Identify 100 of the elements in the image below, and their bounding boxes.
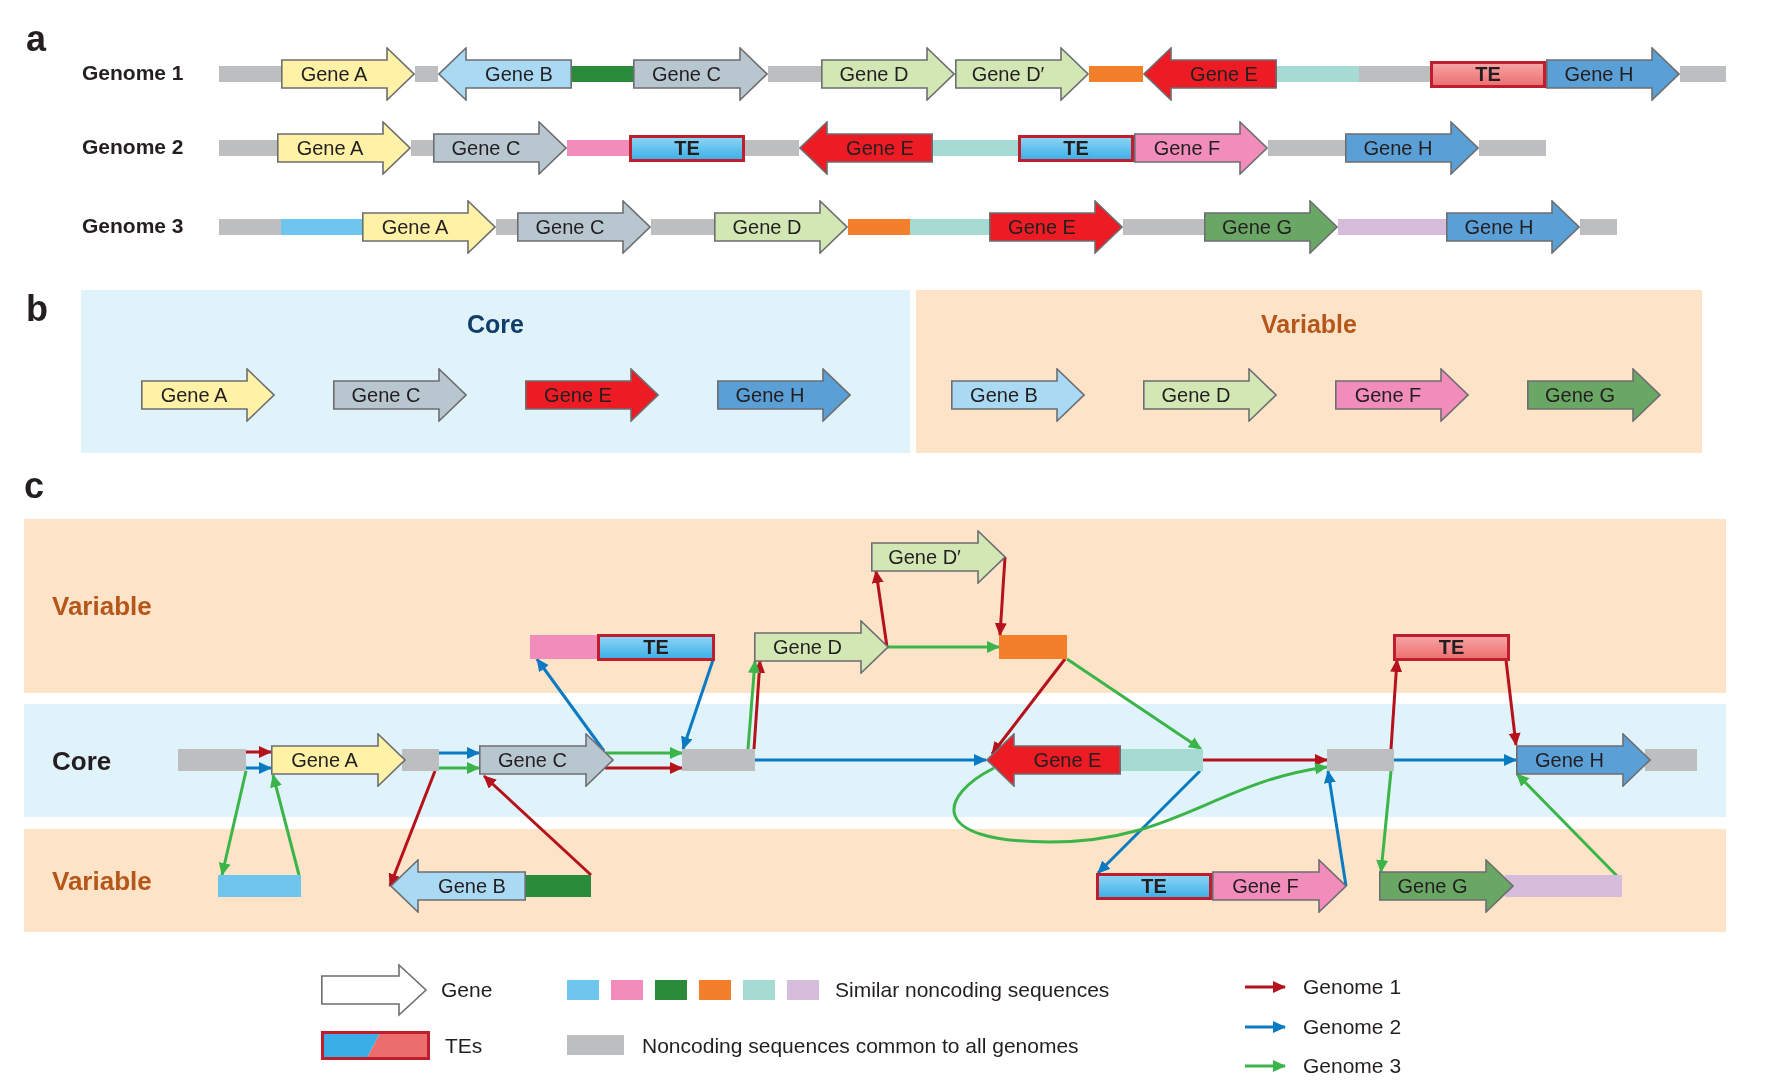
sequence-bar — [530, 635, 597, 659]
arrow — [887, 641, 1000, 653]
arrow — [990, 658, 1067, 755]
gene-symbol: Gene C — [333, 368, 467, 422]
gene-symbol: Gene C — [433, 121, 567, 175]
gene-symbol: Gene H — [1546, 47, 1680, 101]
arrow — [535, 658, 606, 752]
arrow — [746, 660, 761, 750]
arrow — [439, 747, 480, 759]
arrow — [606, 747, 683, 759]
band-title: Core — [52, 744, 112, 777]
gene-symbol: Gene E — [989, 200, 1123, 254]
gene-symbol: Gene A — [362, 200, 496, 254]
gene-symbol: Gene C — [633, 47, 768, 101]
gene-symbol: Gene E — [986, 733, 1121, 787]
band-title: Variable — [1260, 310, 1358, 339]
arrow — [952, 763, 1328, 844]
gene-symbol: Gene D′ — [955, 47, 1089, 101]
legend-text: Genome 3 — [1303, 1054, 1402, 1078]
region-band — [24, 829, 1726, 932]
legend-text: Noncoding sequences common to all genomes — [642, 1034, 1079, 1058]
panel-letter: c — [24, 465, 45, 507]
sequence-bar — [999, 635, 1067, 659]
gene-symbol: Gene A — [141, 368, 275, 422]
arrow — [1323, 770, 1348, 887]
gene-symbol: Gene B — [390, 859, 526, 913]
legend-text: Genome 1 — [1303, 975, 1402, 999]
arrow — [439, 762, 480, 774]
genome-label: Genome 3 — [82, 214, 184, 238]
arrow — [270, 774, 301, 876]
gene-symbol: Gene B — [951, 368, 1085, 422]
panel-letter: a — [26, 18, 47, 60]
legend-text: TEs — [445, 1034, 483, 1058]
band-title: Core — [466, 310, 525, 339]
gene-symbol: Gene D — [1143, 368, 1277, 422]
sequence-bar — [1505, 875, 1622, 897]
gene-symbol: Gene F — [1212, 859, 1347, 913]
transposon-box: TE — [1393, 634, 1510, 661]
sequence-bar — [178, 749, 246, 771]
gene-symbol: Gene F — [1134, 121, 1268, 175]
gene-symbol: Gene E — [525, 368, 659, 422]
band-title: Variable — [52, 590, 152, 622]
gene-symbol: Gene D — [714, 200, 848, 254]
transposon-box: TE — [1096, 873, 1212, 900]
region-band — [24, 519, 1726, 693]
gene-symbol: Gene D — [821, 47, 955, 101]
legend-text: Gene — [441, 978, 493, 1002]
sequence-bar — [218, 875, 301, 897]
gene-symbol: Gene E — [799, 121, 933, 175]
transposon-box: TE — [1018, 135, 1134, 162]
gene-symbol: Gene H — [717, 368, 851, 422]
arrow — [483, 774, 592, 877]
gene-symbol: Gene C — [479, 733, 614, 787]
sequence-bar — [1121, 749, 1203, 771]
panel-letter: b — [26, 288, 48, 330]
arrow — [994, 556, 1007, 636]
gene-symbol: Gene A — [277, 121, 411, 175]
sequence-bar — [682, 749, 755, 771]
arrow — [1376, 770, 1393, 873]
transposon-box: TE — [1430, 61, 1546, 88]
band-title: Variable — [52, 864, 152, 897]
legend-text: Genome 2 — [1303, 1015, 1402, 1039]
sequence-bar — [1327, 749, 1394, 771]
genome-label: Genome 1 — [82, 61, 184, 85]
gene-symbol: Gene B — [438, 47, 572, 101]
gene-symbol: Gene H — [1516, 733, 1651, 787]
arrow — [1096, 769, 1202, 875]
transposon-box: TE — [629, 135, 745, 162]
gene-symbol: Gene H — [1345, 121, 1479, 175]
gene-symbol: Gene G — [1204, 200, 1338, 254]
arrow — [218, 770, 248, 876]
arrow — [1066, 657, 1202, 751]
region-band — [916, 290, 1702, 453]
gene-symbol: Gene A — [281, 47, 415, 101]
arrow — [246, 762, 272, 774]
legend-text: Similar noncoding sequences — [835, 978, 1110, 1002]
transposon-box: TE — [597, 634, 715, 661]
arrow — [1515, 772, 1619, 878]
arrow — [752, 660, 766, 750]
sequence-bar — [1645, 749, 1697, 771]
sequence-bar — [526, 875, 591, 897]
arrow — [681, 659, 715, 750]
arrow — [388, 770, 437, 887]
gene-symbol: Gene D — [754, 620, 889, 674]
arrow — [605, 762, 683, 774]
arrow — [1389, 659, 1403, 750]
sequence-bar — [402, 749, 439, 771]
arrow — [246, 746, 272, 758]
gene-symbol: Gene G — [1527, 368, 1661, 422]
arrow — [1394, 754, 1517, 766]
region-band — [81, 290, 910, 453]
arrow — [1504, 659, 1521, 746]
gene-symbol: Gene C — [517, 200, 651, 254]
gene-symbol: Gene G — [1379, 859, 1514, 913]
gene-symbol: Gene H — [1446, 200, 1580, 254]
region-band — [24, 704, 1726, 817]
genome-label: Genome 2 — [82, 135, 184, 159]
gene-symbol: Gene F — [1335, 368, 1469, 422]
arrow — [871, 570, 889, 648]
gene-symbol: Gene E — [1143, 47, 1277, 101]
